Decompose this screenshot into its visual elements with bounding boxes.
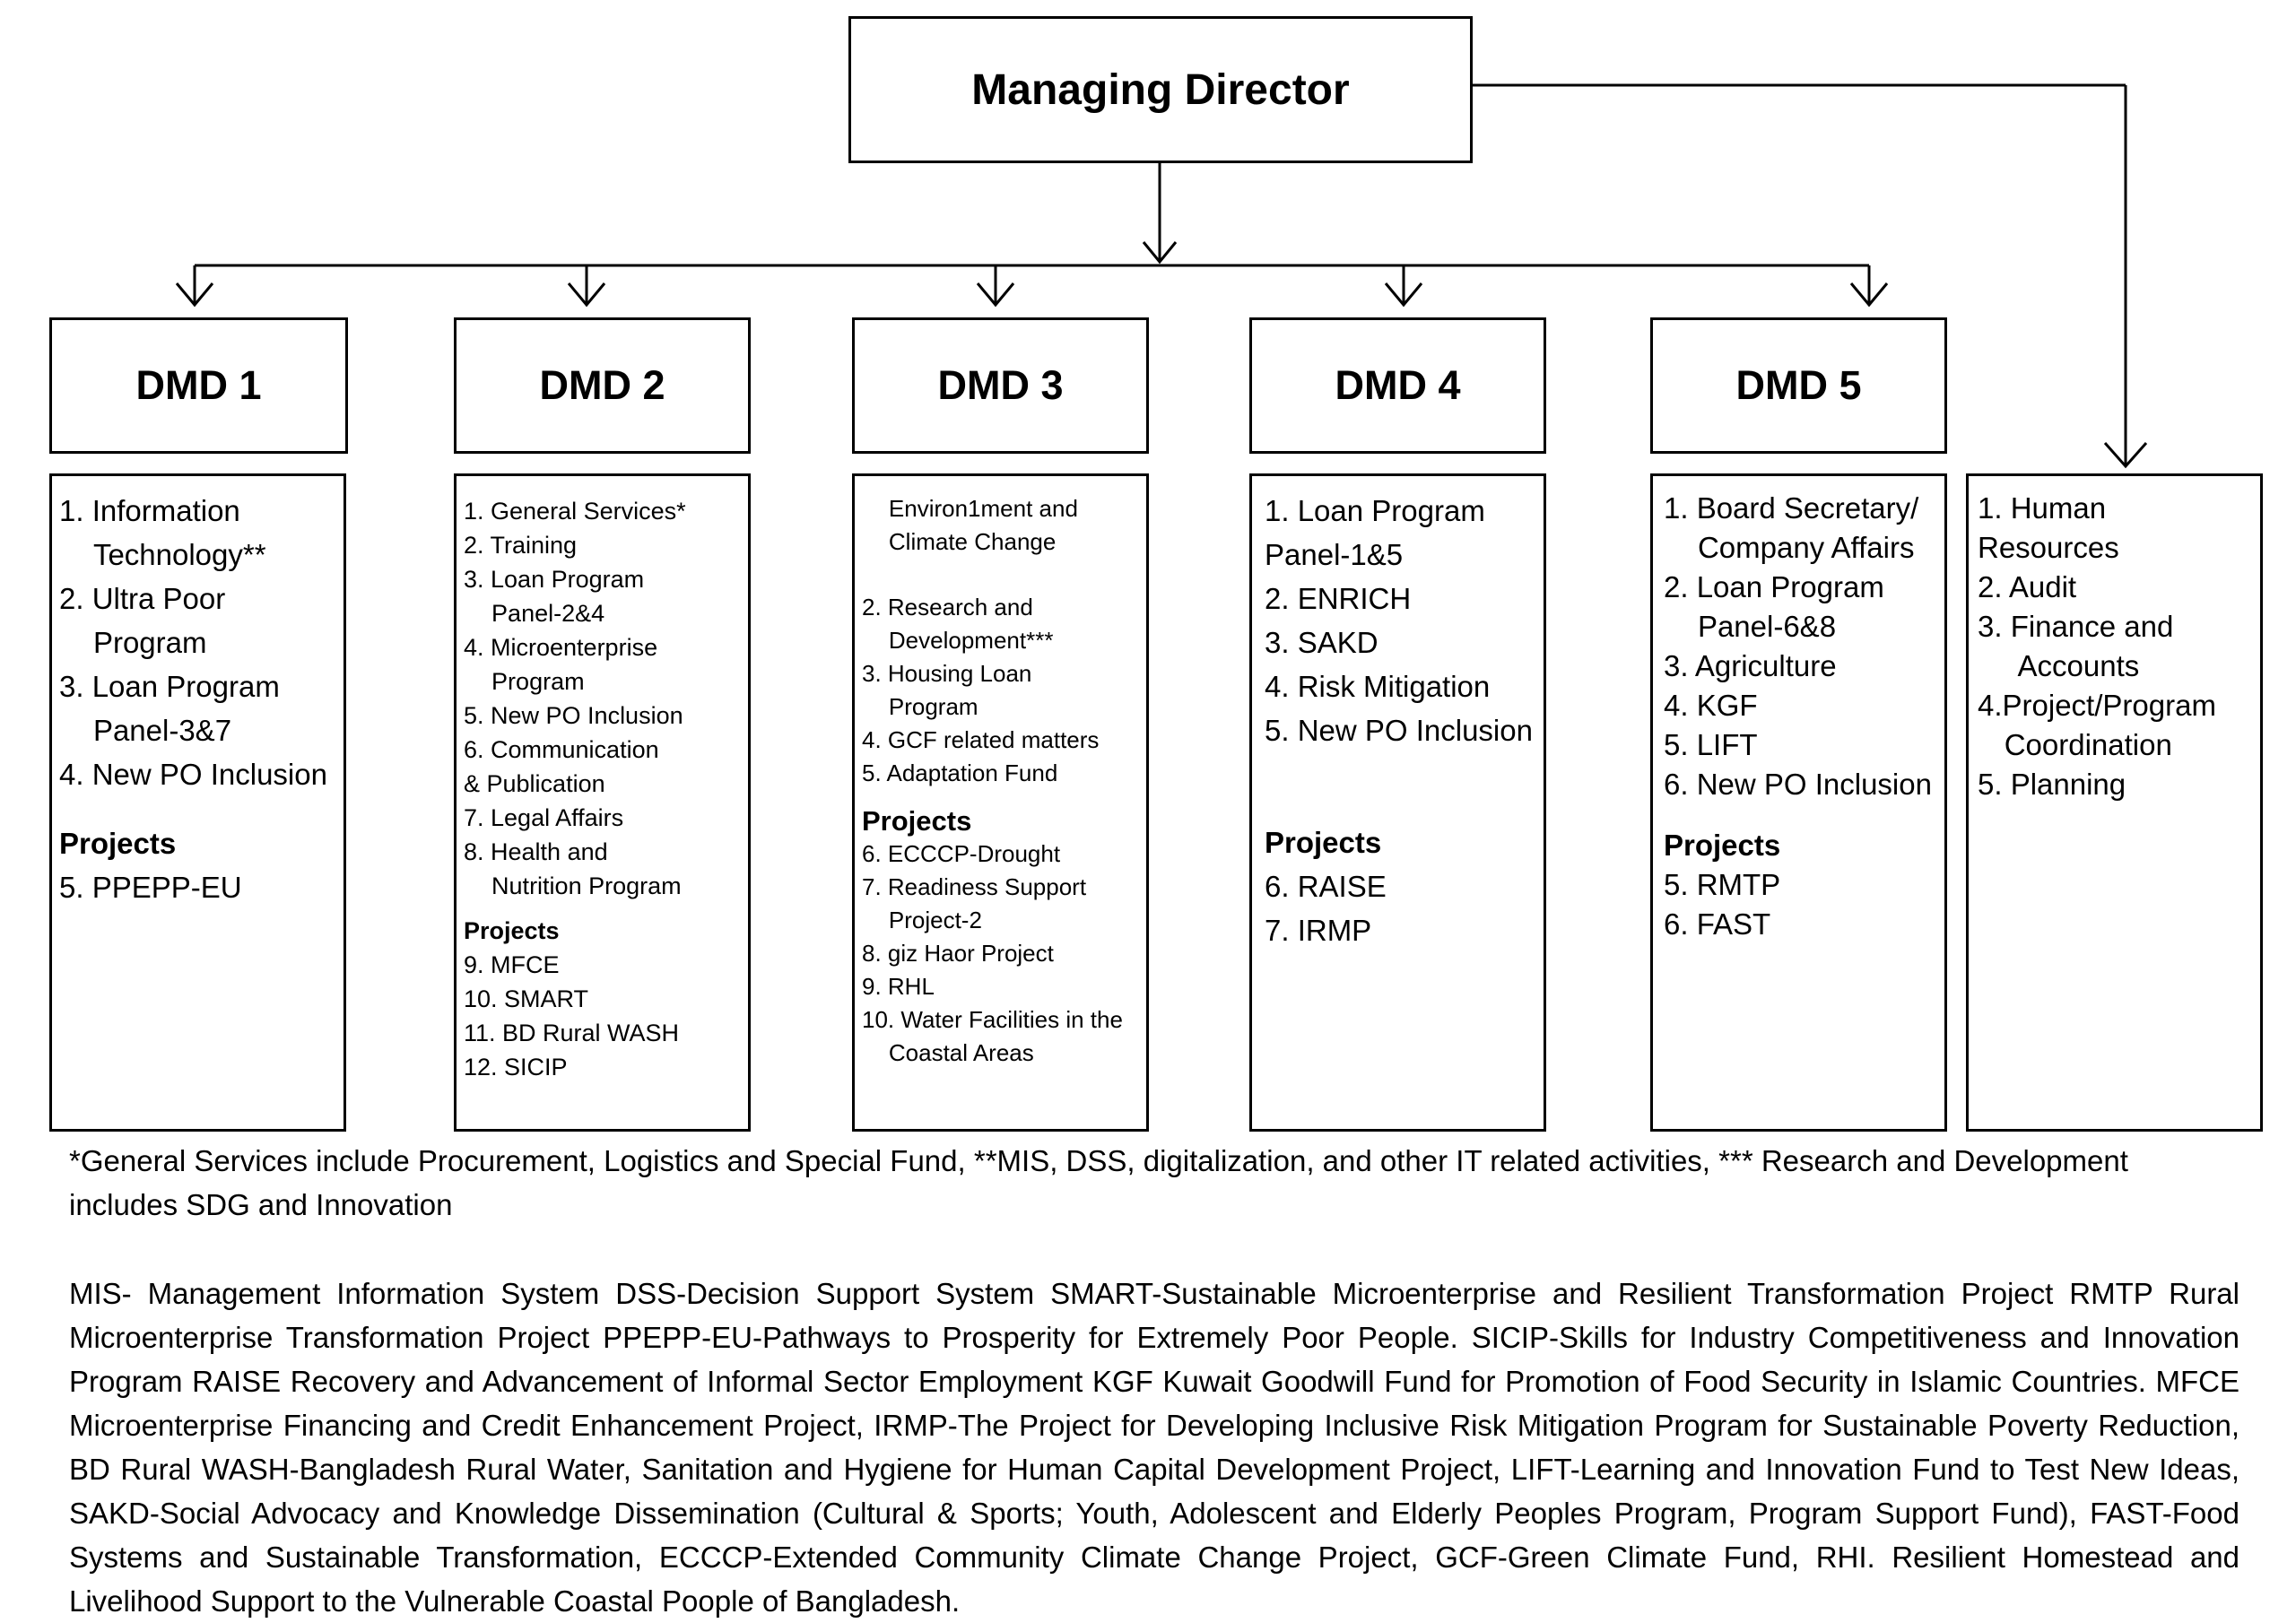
projects-heading: Projects	[1664, 829, 1781, 862]
projects-heading: Projects	[1265, 826, 1382, 859]
list-item: Climate Change	[888, 528, 1057, 555]
list-item: 6. ECCCP-Drought	[862, 840, 1061, 867]
list-item: 3. Agriculture	[1664, 649, 1837, 682]
list-item: 3. Housing Loan	[862, 660, 1032, 687]
list-item: Development***	[888, 627, 1054, 654]
dmd-1-units: 1. Information Technology** 2. Ultra Poo…	[49, 473, 346, 1132]
list-item: 5. New PO Inclusion	[1265, 714, 1533, 747]
list-item: 1. General Services*	[464, 498, 686, 525]
list-item: 11. BD Rural WASH	[464, 1020, 680, 1046]
list-item: 5. PPEPP-EU	[59, 871, 242, 904]
list-item: Technology**	[92, 538, 266, 571]
list-item: 2. Loan Program	[1664, 570, 1884, 603]
dmd-4-title: DMD 4	[1335, 362, 1461, 408]
dmd-1-title: DMD 1	[135, 362, 262, 408]
list-item: 12. SICIP	[464, 1054, 568, 1081]
list-item: Accounts	[2017, 649, 2140, 682]
managing-director-label: Managing Director	[971, 65, 1350, 114]
dmd-5-units: 1. Board Secretary/ Company Affairs 2. L…	[1650, 473, 1947, 1132]
list-item: 7. Legal Affairs	[464, 804, 624, 831]
list-item: 1. Board Secretary/	[1664, 491, 1919, 525]
list-item: 6. FAST	[1664, 907, 1771, 941]
list-item: Panel-2&4	[491, 600, 605, 627]
list-item: Program	[888, 693, 978, 720]
list-item: 5. LIFT	[1664, 728, 1758, 761]
dmd-4-box: DMD 4	[1249, 317, 1546, 454]
list-item: Panel-3&7	[92, 714, 232, 747]
list-item: Coastal Areas	[888, 1039, 1034, 1066]
list-item: 4.Project/Program	[1978, 689, 2216, 722]
list-item: 10. Water Facilities in the	[862, 1006, 1123, 1033]
list-item: 5. Planning	[1978, 768, 2126, 801]
list-item: 3. SAKD	[1265, 626, 1378, 659]
list-item: 6. RAISE	[1265, 870, 1387, 903]
list-item: 3. Loan Program	[464, 566, 645, 593]
list-item: 5. RMTP	[1664, 868, 1781, 901]
projects-heading: Projects	[862, 805, 972, 837]
dmd-3-units: Environ1ment and Climate Change 2. Resea…	[852, 473, 1149, 1132]
list-item: 5. Adaptation Fund	[862, 759, 1058, 786]
footnote: *General Services include Procurement, L…	[69, 1144, 2128, 1221]
list-item: 2. Research and	[862, 594, 1033, 621]
list-item: 4. Risk Mitigation	[1265, 670, 1491, 703]
list-item: 6. Communication	[464, 736, 659, 763]
dmd-2-title: DMD 2	[539, 362, 665, 408]
dmd-2-units: 1. General Services* 2. Training 3. Loan…	[454, 473, 751, 1132]
list-item: 10. SMART	[464, 985, 589, 1012]
list-item: 9. RHL	[862, 973, 935, 1000]
md-direct-units: 1. Human Resources 2. Audit 3. Finance a…	[1966, 473, 2263, 1132]
list-item: 2. ENRICH	[1265, 582, 1412, 615]
projects-heading: Projects	[59, 827, 177, 860]
list-item: 3. Finance and	[1978, 610, 2174, 643]
dmd-5-box: DMD 5	[1650, 317, 1947, 454]
list-item: 2. Audit	[1978, 570, 2077, 603]
list-item: Panel-6&8	[1697, 610, 1837, 643]
managing-director-box: Managing Director	[848, 16, 1473, 163]
list-item: 5. New PO Inclusion	[464, 702, 683, 729]
list-item: Program	[92, 626, 207, 659]
list-item: 4. Microenterprise	[464, 634, 658, 661]
list-item: 2. Training	[464, 532, 578, 559]
list-item: Program	[491, 668, 585, 695]
dmd-3-title: DMD 3	[937, 362, 1064, 408]
list-item: 1. Human Resources	[1978, 491, 2119, 564]
list-item: 1. Loan Program	[1265, 494, 1485, 527]
list-item: Environ1ment and	[888, 495, 1078, 522]
list-item: Coordination	[2004, 728, 2172, 761]
list-item: 8. giz Haor Project	[862, 940, 1054, 967]
projects-heading: Projects	[464, 917, 560, 944]
list-item: 7. IRMP	[1265, 914, 1372, 947]
list-item: 4. KGF	[1664, 689, 1758, 722]
list-item: 8. Health and	[464, 838, 608, 865]
list-item: 4. New PO Inclusion	[59, 758, 327, 791]
list-item: 7. Readiness Support	[862, 873, 1087, 900]
list-item: 4. GCF related matters	[862, 726, 1100, 753]
dmd-5-title: DMD 5	[1735, 362, 1862, 408]
list-item: Project-2	[888, 907, 982, 933]
list-item: Panel-1&5	[1265, 538, 1404, 571]
dmd-1-box: DMD 1	[49, 317, 348, 454]
list-item: 2. Ultra Poor	[59, 582, 226, 615]
dmd-2-box: DMD 2	[454, 317, 751, 454]
list-item: & Publication	[464, 770, 605, 797]
list-item: Nutrition Program	[491, 872, 682, 899]
list-item: 6. New PO Inclusion	[1664, 768, 1932, 801]
dmd-3-box: DMD 3	[852, 317, 1149, 454]
list-item: 3. Loan Program	[59, 670, 280, 703]
abbreviations-text: MIS- Management Information System DSS-D…	[69, 1277, 2239, 1618]
list-item: 1. Information	[59, 494, 240, 527]
list-item: 9. MFCE	[464, 951, 560, 978]
list-item: Company Affairs	[1697, 531, 1915, 564]
dmd-4-units: 1. Loan Program Panel-1&5 2. ENRICH 3. S…	[1249, 473, 1546, 1132]
